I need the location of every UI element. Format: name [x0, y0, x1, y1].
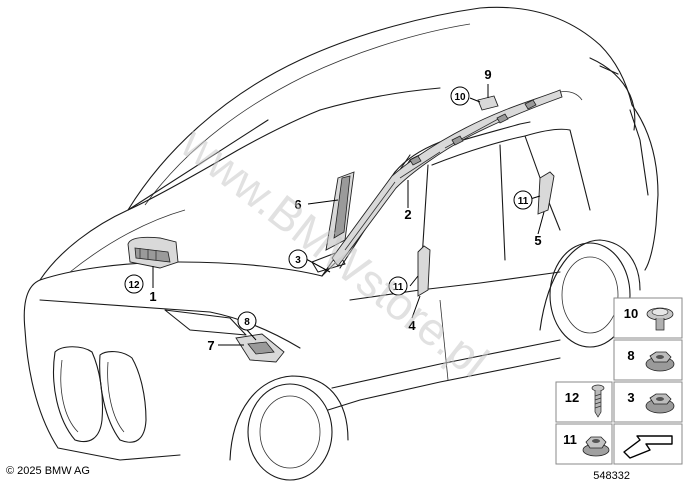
parts-cell-label: 10 [624, 306, 638, 321]
callout-c3: 3 [288, 249, 308, 269]
leader-lines [152, 84, 545, 346]
callout-label: 7 [207, 338, 214, 353]
callout-label: 5 [534, 233, 541, 248]
parts-cell-label: 12 [565, 390, 579, 405]
diagram-number: 548332 [593, 470, 630, 482]
callout-c11b: 11 [388, 276, 408, 296]
arrow-direction-icon [623, 435, 673, 459]
bracket-9 [477, 95, 499, 111]
callout-c10: 10 [450, 86, 470, 106]
parts-cell-11: 11 [555, 423, 613, 465]
callout-label: 3 [295, 255, 301, 266]
parts-cell-label: 11 [563, 432, 577, 447]
collar-nut-icon [582, 436, 610, 457]
copyright-text: © 2025 BMW AG [6, 465, 90, 477]
callout-c2: 2 [404, 207, 411, 222]
knee-airbag-7 [235, 333, 285, 363]
callout-label: 8 [244, 317, 250, 328]
airbag-module-6 [325, 171, 355, 251]
callout-label: 1 [149, 289, 156, 304]
parts-cell-3: 3 [613, 381, 683, 423]
callout-c6: 6 [294, 197, 301, 212]
parts-cell-label: 8 [627, 348, 634, 363]
callout-label: 2 [404, 207, 411, 222]
parts-cell-arrow [613, 423, 683, 465]
callout-label: 4 [408, 318, 416, 333]
callout-c11a: 11 [513, 190, 533, 210]
callout-label: 12 [128, 280, 140, 291]
parts-cell-label: 3 [627, 390, 634, 405]
callout-label: 10 [454, 92, 466, 103]
callout-label: 11 [518, 196, 529, 207]
callout-label: 11 [393, 282, 404, 293]
callout-c4: 4 [408, 318, 416, 333]
sensor-4 [417, 245, 431, 297]
callout-c1: 1 [149, 289, 156, 304]
callout-c9: 9 [484, 67, 491, 82]
parts-cell-8: 8 [613, 339, 683, 381]
nut-icon [645, 351, 675, 372]
sensor-5 [537, 171, 555, 215]
parts-cell-10: 10 [613, 297, 683, 339]
curtain-airbag-2 [331, 89, 583, 267]
callout-c12: 12 [124, 274, 144, 294]
callout-c8: 8 [237, 311, 257, 331]
callout-c7: 7 [207, 338, 214, 353]
parts-cell-12: 12 [555, 381, 613, 423]
callout-c5: 5 [534, 233, 541, 248]
parts-panel: 10 8 12 [555, 297, 683, 465]
callout-label: 9 [484, 67, 491, 82]
bolt-flange-icon [646, 307, 674, 331]
airbag-module-1 [127, 236, 179, 269]
watermark: www.BMWstore.pl [171, 116, 498, 387]
nut-icon [645, 393, 675, 414]
callout-label: 6 [294, 197, 301, 212]
screw-icon [591, 384, 605, 418]
